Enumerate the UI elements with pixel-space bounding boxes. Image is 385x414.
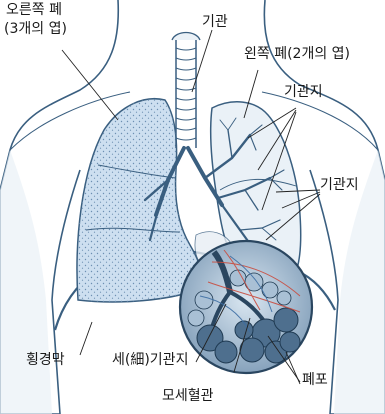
trachea	[172, 33, 200, 149]
label-alveoli: 폐포	[302, 372, 328, 389]
label-diaphragm: 횡경막	[26, 352, 65, 369]
label-trachea: 기관	[202, 14, 228, 31]
label-bronchus-upper: 기관지	[284, 84, 323, 101]
label-right-lung: 오른쪽 폐	[6, 2, 62, 19]
label-left-lung: 왼쪽 폐(2개의 엽)	[244, 46, 350, 63]
label-bronchus-lower: 기관지	[320, 177, 359, 194]
label-bronchiole: 세(細)기관지	[112, 352, 188, 369]
alveoli-inset	[180, 241, 312, 373]
label-capillary: 모세혈관	[162, 388, 214, 405]
label-right-lung-lobes: (3개의 엽)	[4, 21, 67, 38]
